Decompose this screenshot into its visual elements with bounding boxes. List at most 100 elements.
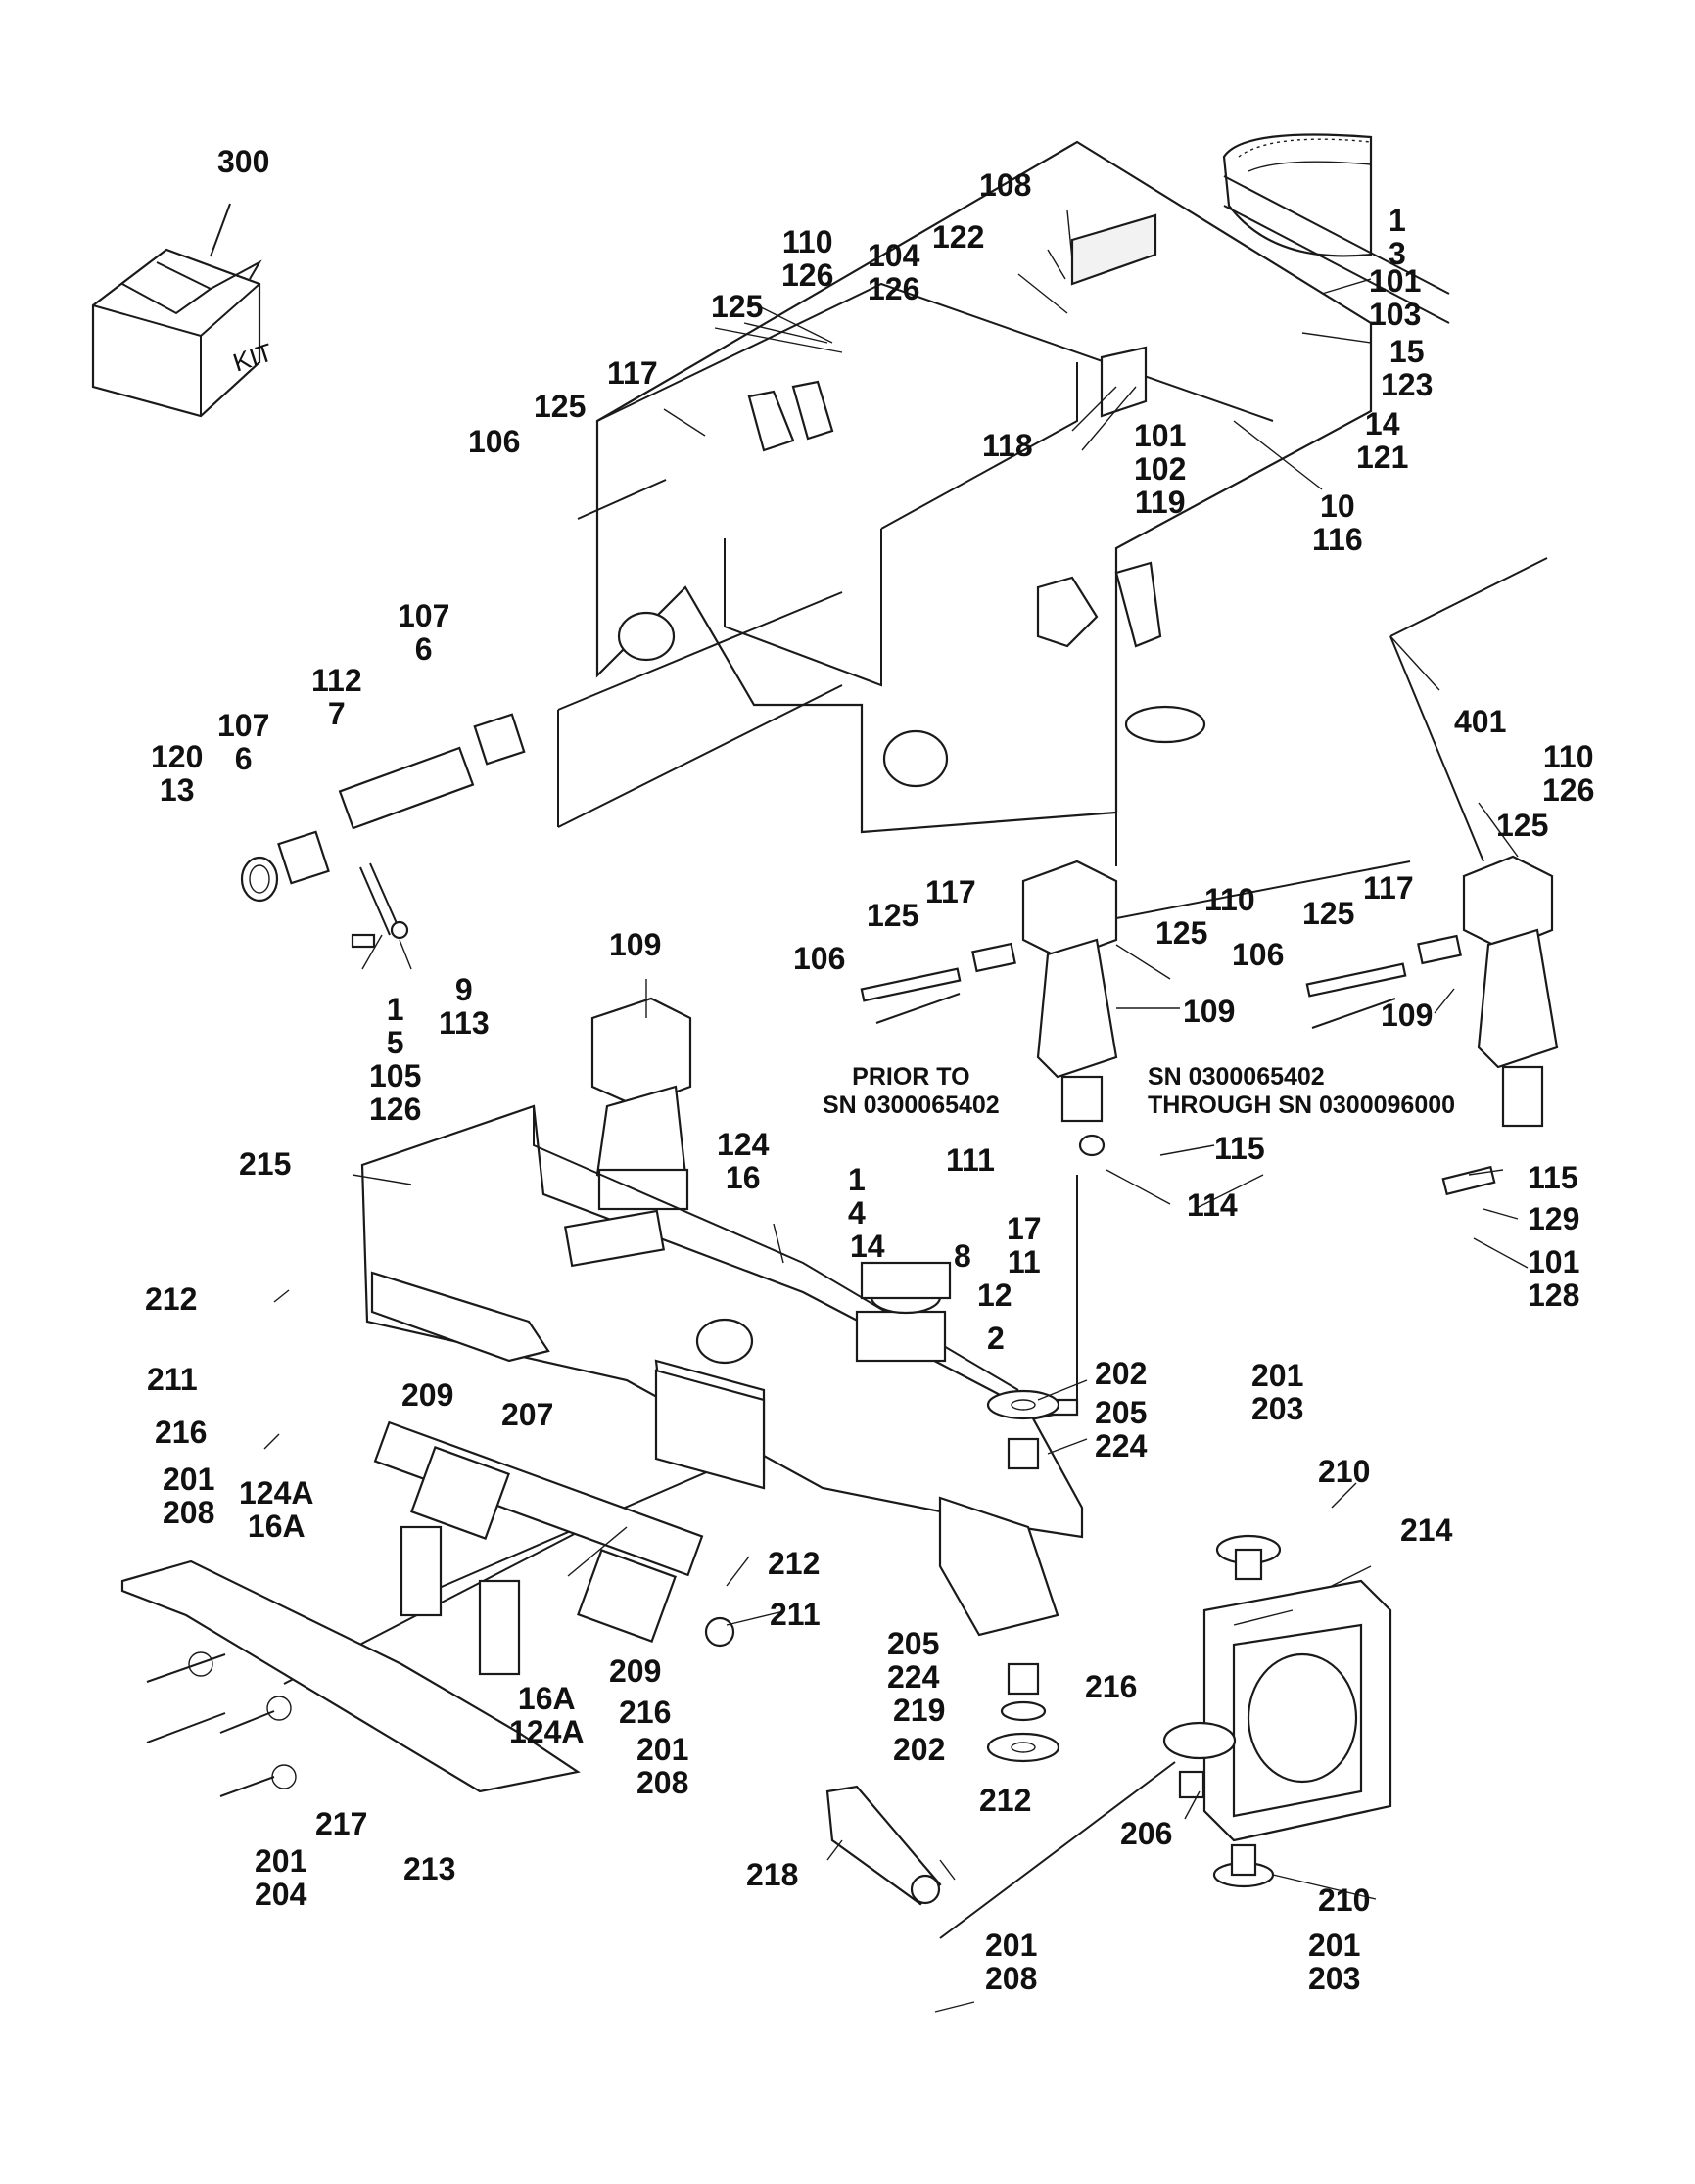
callout-number: 115 xyxy=(1528,1160,1578,1195)
callout-number: 2 xyxy=(987,1321,1005,1356)
callout-number: 109 xyxy=(609,927,662,962)
callout-106-r: 106 xyxy=(1232,938,1284,971)
callout-number: 224 xyxy=(1095,1428,1148,1464)
callout-number: 128 xyxy=(1528,1278,1580,1313)
callout-number: 5 xyxy=(386,1025,404,1060)
callout-number: 9 xyxy=(454,972,473,1007)
callout-202-top: 202 xyxy=(1095,1357,1147,1390)
callout-300: 300 xyxy=(217,145,269,178)
callout-212-b: 212 xyxy=(768,1547,820,1580)
callout-number: 125 xyxy=(867,898,919,933)
axle-frame-drawing xyxy=(360,1104,1084,1637)
callout-number: 101 xyxy=(1369,263,1422,299)
callout-207: 207 xyxy=(501,1398,553,1431)
callout-number: 212 xyxy=(768,1546,821,1581)
callout-number: 106 xyxy=(468,424,521,459)
callout-216-b: 216 xyxy=(619,1696,671,1729)
callout-number: 116 xyxy=(1312,522,1363,557)
callout-125-top: 125 xyxy=(711,290,763,323)
callout-number: 105 xyxy=(369,1058,422,1093)
callout-115-c: 115 xyxy=(1214,1132,1265,1165)
callout-number: 213 xyxy=(403,1851,456,1886)
callout-number: 118 xyxy=(982,428,1033,463)
callout-number: 206 xyxy=(1120,1816,1173,1851)
callout-number: 13 xyxy=(159,772,195,808)
callout-202-bot: 202 xyxy=(893,1733,945,1766)
callout-number: 212 xyxy=(145,1281,198,1317)
callout-number: 203 xyxy=(1308,1961,1361,1996)
callout-number: 201 xyxy=(636,1732,689,1767)
callout-number: 202 xyxy=(893,1732,946,1767)
callout-number: 1 xyxy=(848,1162,866,1197)
swing-gear-drawing xyxy=(1222,133,1373,257)
callout-number: 129 xyxy=(1528,1201,1580,1236)
callout-number: 17 xyxy=(1007,1211,1042,1246)
callout-8: 8 xyxy=(954,1239,971,1273)
callout-number: 112 xyxy=(311,663,362,698)
callout-125-r2: 125 xyxy=(1302,897,1354,930)
callout-number: 126 xyxy=(369,1092,422,1127)
callout-number: 125 xyxy=(711,289,764,324)
callout-number: 216 xyxy=(155,1415,208,1450)
callout-number: 217 xyxy=(315,1806,368,1841)
callout-number: 208 xyxy=(163,1495,215,1530)
callout-number: 114 xyxy=(1187,1187,1238,1223)
callout-211-b: 211 xyxy=(770,1598,821,1631)
callout-number: 4 xyxy=(848,1195,866,1231)
callout-number: 207 xyxy=(501,1397,554,1432)
note-line: THROUGH SN 0300096000 xyxy=(1148,1092,1456,1119)
callout-213: 213 xyxy=(403,1852,455,1885)
bolts-drawing xyxy=(146,479,1396,1797)
callout-number: 124A xyxy=(239,1475,314,1510)
callout-number: 15 xyxy=(1389,334,1425,369)
callout-number: 205 xyxy=(1095,1395,1148,1430)
clamp-halves-drawing xyxy=(400,1525,521,1676)
callout-number: 125 xyxy=(1155,915,1208,951)
main-frame-drawing xyxy=(595,140,1450,834)
callout-number: 211 xyxy=(770,1597,821,1632)
callout-number: 14 xyxy=(850,1229,885,1264)
callout-number: 115 xyxy=(1214,1131,1265,1166)
callout-117-c: 117 xyxy=(925,875,976,908)
callout-number: 224 xyxy=(887,1659,940,1695)
callout-number: 202 xyxy=(1095,1356,1148,1391)
callout-111: 111 xyxy=(946,1143,995,1177)
callout-number: 6 xyxy=(234,741,253,776)
callout-number: 201 xyxy=(1308,1928,1361,1963)
callout-number: 126 xyxy=(868,271,920,306)
callout-leaders xyxy=(263,209,1529,2013)
callout-number: 208 xyxy=(636,1765,689,1800)
callout-number: 203 xyxy=(1251,1391,1304,1426)
note-line: SN 0300065402 xyxy=(1148,1063,1325,1091)
washers-drawing xyxy=(860,1261,1060,1763)
callout-number: 12 xyxy=(977,1278,1012,1313)
callout-number: 8 xyxy=(954,1238,971,1274)
callout-number: 101 xyxy=(1528,1244,1580,1279)
callout-number: 124A xyxy=(509,1714,585,1749)
callout-number: 109 xyxy=(1381,998,1434,1033)
callout-number: 1 xyxy=(386,992,404,1027)
callout-number: 204 xyxy=(255,1877,307,1912)
callout-217: 217 xyxy=(315,1807,367,1840)
callout-number: 208 xyxy=(985,1961,1038,1996)
callout-106-top: 106 xyxy=(468,425,520,458)
callout-number: 126 xyxy=(1542,772,1595,808)
callout-118: 118 xyxy=(982,429,1033,462)
callout-number: 216 xyxy=(1085,1669,1138,1704)
